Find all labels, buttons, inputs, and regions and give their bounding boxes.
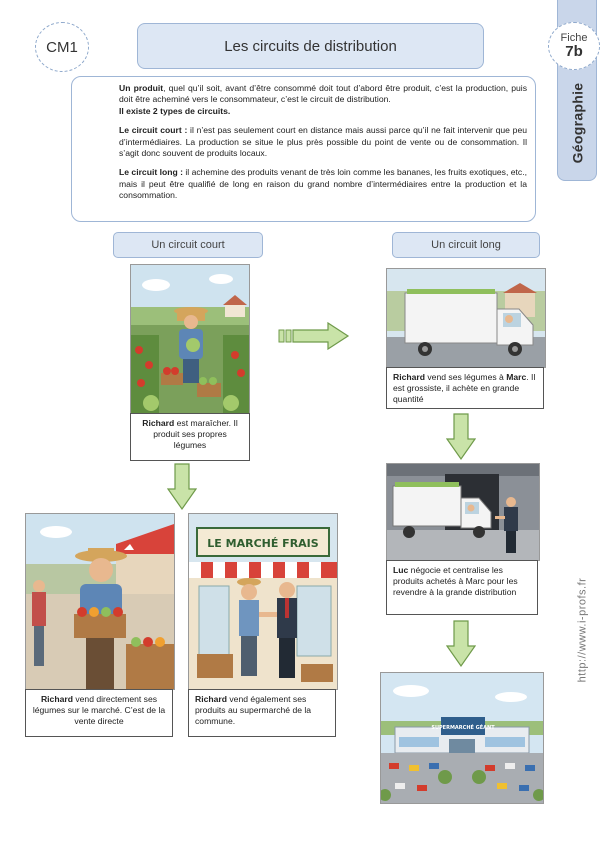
short-step1-text: est maraîcher. Il produit ses propres lé…	[153, 418, 238, 450]
short-step3-text: vend également ses produits au supermarc…	[195, 694, 312, 726]
long-step1-bold: Richard	[393, 372, 425, 382]
short-step3-bold: Richard	[195, 694, 227, 704]
long-step2-text: négocie et centralise les produits achet…	[393, 565, 518, 597]
long-step1-text: . Il est grossiste, il achète en grande …	[393, 372, 536, 404]
short-step3-caption: Richard vend également ses produits au s…	[188, 689, 336, 737]
intro-paragraph-1: Un produit, quel qu’il soit, avant d’êtr…	[119, 83, 527, 117]
source-url: http://www.i-profs.fr	[570, 560, 594, 700]
market-illustration	[25, 513, 175, 690]
intro-p2-bold: Le circuit court :	[119, 125, 188, 136]
subject-label: Géographie	[569, 82, 586, 164]
source-url-text: http://www.i-profs.fr	[576, 577, 589, 683]
market-sign-text: LE MARCHÉ FRAIS	[207, 537, 318, 550]
long-step1-caption: Richard vend ses légumes à Marc. Il est …	[386, 367, 544, 409]
intro-p1-bold2: Il existe 2 types de circuits.	[119, 105, 231, 116]
arrow-down-icon	[446, 620, 476, 668]
intro-p1-bold: Un produit	[119, 83, 164, 93]
arrow-down-icon	[446, 413, 476, 461]
supermarket-illustration: SUPERMARCHÉ GÉANT	[380, 672, 544, 804]
short-step2-text: vend directement ses légumes sur le marc…	[32, 694, 166, 726]
page-title-text: Les circuits de distribution	[224, 37, 397, 55]
long-step1-bold2: Marc	[506, 372, 527, 382]
intro-paragraph-2: Le circuit court : il n’est pas seulemen…	[119, 125, 527, 159]
long-step2-caption: Luc négocie et centralise les produits a…	[386, 560, 538, 615]
short-step2-bold: Richard	[40, 694, 73, 704]
page-title: Les circuits de distribution	[137, 23, 484, 69]
handshake-illustration: LE MARCHÉ FRAIS	[188, 513, 338, 690]
intro-p3-text: il achemine des produits venant de très …	[119, 167, 527, 201]
short-step2-caption: Richard vend directement ses légumes sur…	[25, 689, 173, 737]
short-step1-caption: Richard est maraîcher. Il produit ses pr…	[130, 413, 250, 461]
class-level-text: CM1	[46, 38, 78, 56]
class-level-badge: CM1	[35, 22, 89, 72]
fiche-badge: Fiche 7b	[548, 22, 600, 70]
long-circuit-label: Un circuit long	[392, 232, 540, 258]
intro-box: Un produit, quel qu’il soit, avant d’êtr…	[71, 76, 536, 222]
intro-p2-text: il n’est pas seulement court en distance…	[119, 125, 528, 159]
long-step1-mid: vend ses légumes à	[425, 372, 507, 382]
short-circuit-label-text: Un circuit court	[151, 239, 225, 251]
short-step1-bold: Richard	[142, 418, 175, 428]
intro-p1-text: , quel qu’il soit, avant d’être consommé…	[119, 83, 527, 105]
long-step2-bold: Luc	[393, 565, 409, 575]
arrow-down-icon	[167, 463, 197, 511]
truck-illustration	[386, 268, 546, 368]
short-circuit-label: Un circuit court	[113, 232, 263, 258]
fiche-number: 7b	[565, 42, 583, 60]
farmer-illustration	[130, 264, 250, 414]
fiche-label: Fiche	[560, 31, 588, 44]
intro-p3-bold: Le circuit long :	[119, 167, 183, 178]
warehouse-illustration	[386, 463, 540, 561]
intro-paragraph-3: Le circuit long : il achemine des produi…	[119, 167, 527, 201]
arrow-right-icon	[278, 322, 350, 350]
store-sign-text: SUPERMARCHÉ GÉANT	[431, 723, 495, 731]
long-circuit-label-text: Un circuit long	[431, 239, 501, 251]
